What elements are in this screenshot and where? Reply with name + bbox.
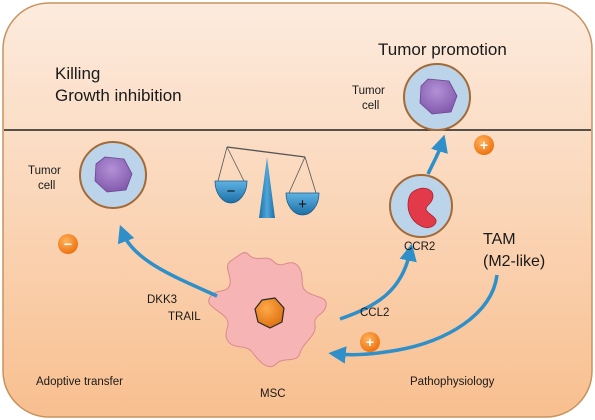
growth-inhibition-label: Growth inhibition bbox=[55, 86, 182, 105]
ccr2-label: CCR2 bbox=[404, 241, 436, 253]
minus-badge-symbol: − bbox=[64, 236, 72, 252]
left-tumor-label-line1: Tumor bbox=[28, 165, 61, 177]
plus-badge-top: + bbox=[474, 135, 494, 155]
killing-label: Killing bbox=[55, 64, 101, 83]
ccl2-label: CCL2 bbox=[360, 307, 390, 319]
arrow-ccr2-to-tumor bbox=[426, 134, 448, 175]
tam-m2-label: (M2-like) bbox=[483, 253, 546, 270]
left-tumor-cell bbox=[79, 141, 147, 209]
msc-label: MSC bbox=[260, 388, 286, 400]
tumor-promotion-title: Tumor promotion bbox=[378, 40, 507, 59]
top-tumor-label-line1: Tumor bbox=[352, 85, 385, 97]
msc-cell bbox=[208, 252, 327, 368]
pathophysiology-label: Pathophysiology bbox=[410, 376, 495, 388]
plus-badge-top-symbol: + bbox=[480, 137, 488, 153]
trail-label: TRAIL bbox=[168, 311, 201, 323]
arrow-msc-to-ccr2 bbox=[339, 243, 417, 321]
top-tumor-cell bbox=[403, 63, 471, 131]
scale-plus-symbol: + bbox=[298, 196, 307, 213]
arrow-msc-to-tumor bbox=[117, 224, 218, 298]
adoptive-transfer-label: Adoptive transfer bbox=[36, 376, 123, 388]
minus-badge: − bbox=[58, 234, 78, 254]
plus-badge-bottom-symbol: + bbox=[366, 334, 374, 350]
top-tumor-label-line2: cell bbox=[362, 100, 380, 112]
tam-label: TAM bbox=[483, 231, 516, 248]
dkk3-label: DKK3 bbox=[147, 294, 178, 306]
arrow-tam-to-msc bbox=[328, 274, 499, 364]
scale-minus-symbol: − bbox=[227, 183, 236, 200]
plus-badge-bottom: + bbox=[360, 332, 380, 352]
ccr2-cell bbox=[389, 174, 453, 238]
left-tumor-label-line2: cell bbox=[38, 180, 56, 192]
balance-scale: − + bbox=[214, 146, 320, 218]
